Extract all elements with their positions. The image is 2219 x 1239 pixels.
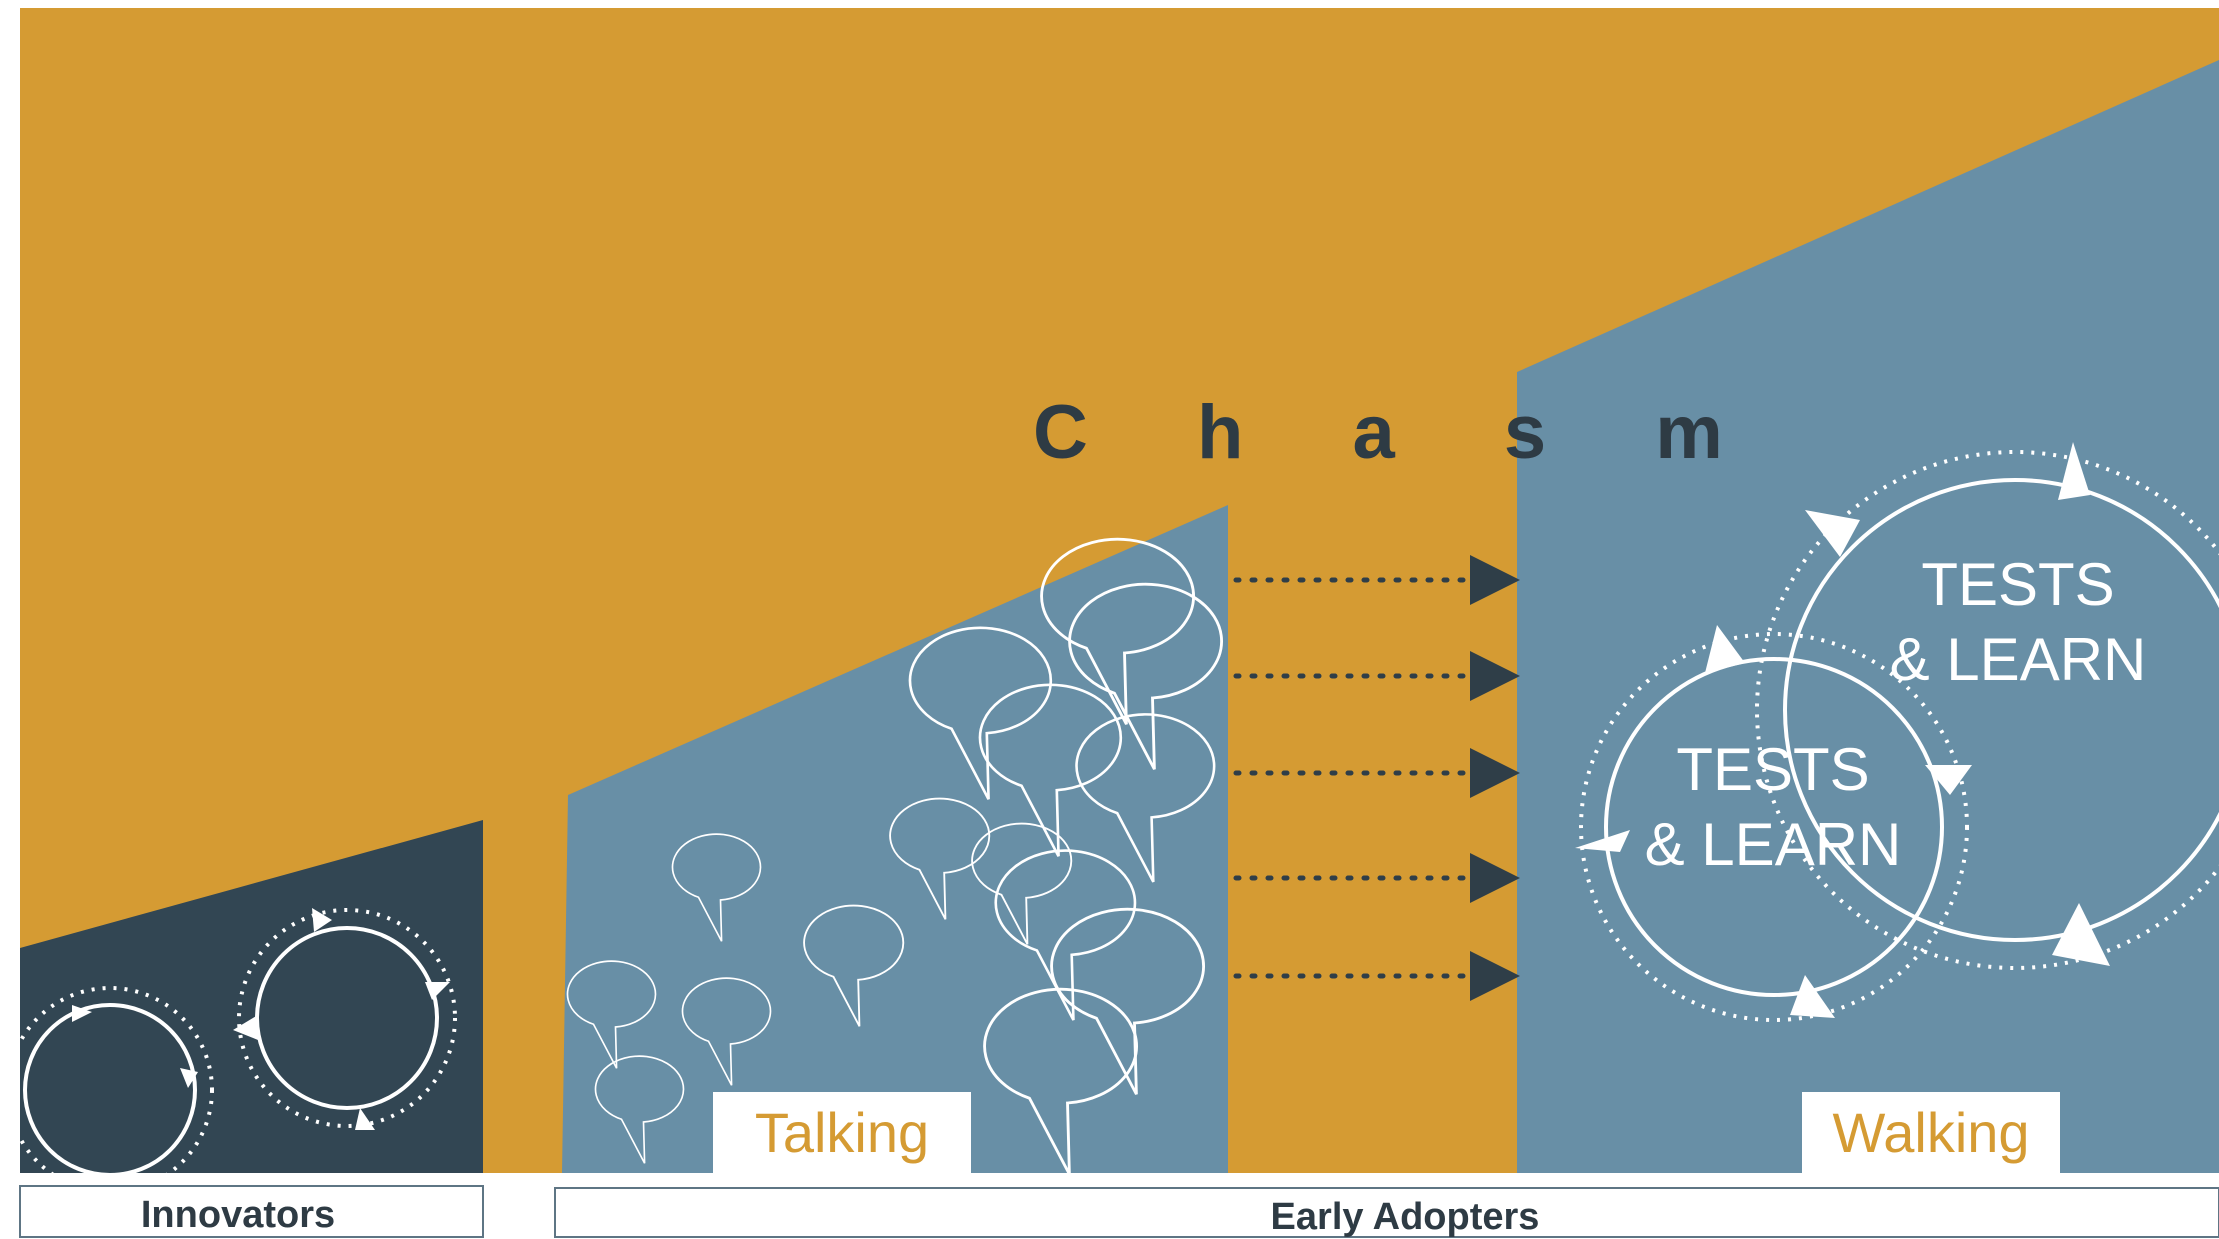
tests-learn-small-line1: TESTS xyxy=(1676,736,1869,803)
dotted-arrows xyxy=(1233,555,1520,1001)
early-adopters-band xyxy=(554,1187,2219,1238)
walking-label: Walking xyxy=(1832,1101,2029,1164)
tests-learn-large-line1: TESTS xyxy=(1921,551,2114,618)
chasm-title: C h a s m xyxy=(1033,390,1767,475)
innovators-block xyxy=(20,820,483,1173)
innovators-band xyxy=(19,1185,484,1238)
tests-learn-small-line2: & LEARN xyxy=(1645,811,1902,878)
walking-label-box xyxy=(1802,1092,2060,1173)
talking-label: Talking xyxy=(755,1101,929,1164)
talking-block xyxy=(562,505,1228,1173)
cycle-arrows-icon xyxy=(1604,657,1944,997)
early-adopters-band-label: Early Adopters xyxy=(1271,1196,1540,1238)
tests-learn-cycle-small xyxy=(1575,625,1972,1022)
cycle-arrows-icon xyxy=(23,1003,197,1177)
cycle-arrows-icon xyxy=(1783,478,2219,942)
tests-learn-cycle-large xyxy=(1755,442,2219,970)
walking-block xyxy=(1517,60,2219,1173)
tests-learn-large-line2: & LEARN xyxy=(1890,626,2147,693)
innovators-cycle-small xyxy=(6,986,214,1194)
innovators-band-label: Innovators xyxy=(141,1194,335,1236)
innovators-cycle-large xyxy=(233,908,457,1130)
talking-label-box xyxy=(713,1092,971,1173)
